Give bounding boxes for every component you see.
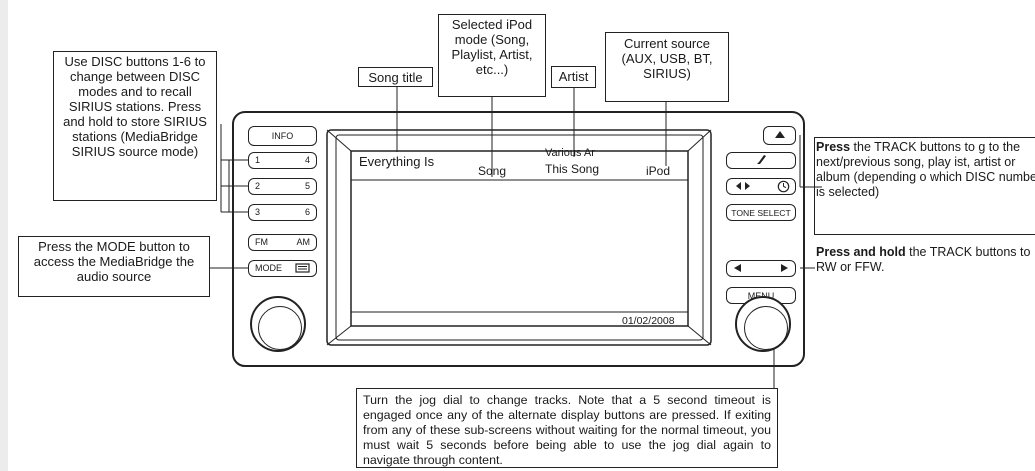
info-button[interactable]: INFO <box>248 126 317 146</box>
display-mode: Song <box>478 164 507 178</box>
track-press-note: Press the TRACK buttons to g to the next… <box>816 140 1035 200</box>
display-artist-line1: Various Ar <box>545 147 595 159</box>
ipod-mode-callout-text: Selected iPod mode (Song, Playlist, Arti… <box>451 17 533 77</box>
track-press-note-text: the TRACK buttons to g to the next/previ… <box>816 140 1035 199</box>
info-button-label: INFO <box>271 131 294 141</box>
track-press-note-bold: Press <box>816 140 851 154</box>
ipod-mode-callout: Selected iPod mode (Song, Playlist, Arti… <box>438 14 546 97</box>
phone-button[interactable] <box>726 152 796 169</box>
disc-buttons-callout: Use DISC buttons 1-6 to change between D… <box>53 51 217 201</box>
phone-icon <box>755 154 769 169</box>
display-song-title: Everything Is <box>359 154 435 169</box>
disc-buttons-callout-text: Use DISC buttons 1-6 to change between D… <box>63 54 207 159</box>
audio-clock-button[interactable] <box>726 178 796 195</box>
jog-dial-callout: Turn the jog dial to change tracks. Note… <box>356 388 778 468</box>
display-source: iPod <box>646 164 671 178</box>
mode-button[interactable]: MODE <box>248 260 317 277</box>
tone-select-button[interactable]: TONE SELECT <box>726 204 796 221</box>
eject-icon <box>774 130 786 144</box>
disc-4-label: 4 <box>304 155 310 165</box>
fm-label: FM <box>255 237 268 247</box>
clock-icon <box>777 180 790 196</box>
disc-1-label: 1 <box>255 155 261 165</box>
display-date: 01/02/2008 <box>622 315 675 327</box>
eject-button[interactable] <box>763 126 796 145</box>
media-icon <box>295 263 310 276</box>
current-source-callout-text: Current source (AUX, USB, BT, SIRIUS) <box>621 36 713 81</box>
left-margin-strip <box>0 0 8 471</box>
song-title-callout-text: Song title <box>368 70 423 85</box>
seek-forward-icon <box>779 263 789 276</box>
disc-5-label: 5 <box>304 181 310 191</box>
jog-dial[interactable] <box>735 296 791 352</box>
jog-dial-inner <box>744 306 788 350</box>
fm-am-button[interactable]: FM AM <box>248 234 317 251</box>
disc-3-label: 3 <box>255 207 261 217</box>
display-artist-line2: This Song <box>545 162 600 176</box>
jog-dial-callout-text: Turn the jog dial to change tracks. Note… <box>363 393 771 467</box>
artist-callout: Artist <box>551 66 596 88</box>
current-source-callout: Current source (AUX, USB, BT, SIRIUS) <box>605 32 729 102</box>
audio-balance-icon <box>735 181 751 194</box>
disc-3-6-button[interactable]: 3 6 <box>248 204 317 221</box>
volume-knob-inner <box>258 306 302 350</box>
artist-callout-text: Artist <box>558 69 589 84</box>
disc-2-5-button[interactable]: 2 5 <box>248 178 317 195</box>
mode-button-callout: Press the MODE button to access the Medi… <box>18 236 210 297</box>
tone-select-label: TONE SELECT <box>731 208 791 218</box>
disc-6-label: 6 <box>304 207 310 217</box>
volume-knob[interactable] <box>250 296 306 352</box>
disc-1-4-button[interactable]: 1 4 <box>248 152 317 169</box>
song-title-callout: Song title <box>358 67 433 87</box>
track-hold-note-bold: Press and hold <box>816 245 906 259</box>
am-label: AM <box>296 237 311 247</box>
track-hold-note-text: the TRACK buttons to RW or FFW. <box>816 245 1031 274</box>
track-button[interactable] <box>726 260 796 277</box>
mode-button-callout-text: Press the MODE button to access the Medi… <box>33 239 195 284</box>
disc-2-label: 2 <box>255 181 261 191</box>
track-press-note-box <box>814 137 1035 235</box>
track-hold-note: Press and hold the TRACK buttons to RW o… <box>816 245 1035 275</box>
seek-back-icon <box>733 263 743 276</box>
mode-label: MODE <box>255 263 282 273</box>
